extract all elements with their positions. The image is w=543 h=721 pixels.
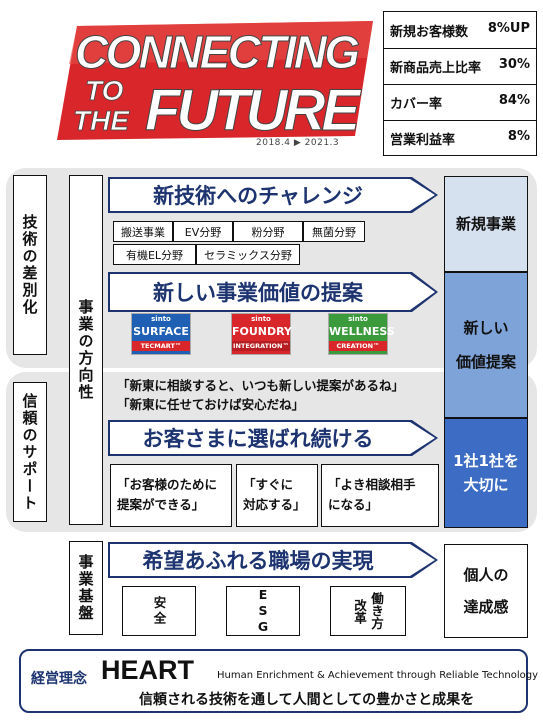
heart-expansion: Human Enrichment & Achievement through R… <box>217 670 539 681</box>
quote-box: 「すぐに対応する」 <box>236 464 318 527</box>
quote-box: 「よき相談相手になる」 <box>321 464 439 527</box>
foundry-integration-logo: sinto FOUNDRY INTEGRATION™ <box>231 313 292 355</box>
philosophy-tagline: 信頼される技術を通して人間としての豊かさと成果を <box>139 692 475 708</box>
personal-achievement-box: 個人の達成感 <box>444 544 528 638</box>
kpi-value: 84% <box>498 93 530 108</box>
kpi-row: 新規お客様数 8%UP <box>384 12 536 49</box>
new-business-box: 新規事業 <box>444 176 528 272</box>
kpi-row: 新商品売上比率 30% <box>384 48 536 85</box>
banner-tech-challenge: 新技術へのチャレンジ <box>108 177 438 213</box>
tag-item: EV分野 <box>173 221 233 242</box>
kpi-value: 30% <box>498 57 530 72</box>
trust-support-label: 信頼のサポート <box>13 382 47 522</box>
tag-item: 有機EL分野 <box>113 244 196 265</box>
period-label: 2018.4 ▶ 2021.3 <box>256 138 340 148</box>
business-direction-label: 事業の方向性 <box>69 175 103 525</box>
banner-workplace: 希望あふれる職場の実現 <box>108 542 438 578</box>
business-foundation-label: 事業基盤 <box>69 541 103 635</box>
one-by-one-box: 1社1社を大切に <box>444 418 528 528</box>
voice-line: 「新東に任せておけば安心だね」 <box>117 397 305 412</box>
safety-box: 安全 <box>122 586 196 636</box>
quote-box: 「お客様のために提案ができる」 <box>110 464 232 527</box>
kpi-row: カバー率 84% <box>384 84 536 121</box>
new-value-box: 新しい価値提案 <box>444 272 528 418</box>
tag-item: 無菌分野 <box>303 221 365 242</box>
banner-chosen: お客さまに選ばれ続ける <box>108 420 438 456</box>
wellness-creation-logo: sinto WELLNESS CREATION™ <box>328 313 395 355</box>
kpi-label: カバー率 <box>390 97 443 112</box>
tag-item: 搬送事業 <box>113 221 173 242</box>
kpi-table: 新規お客様数 8%UP 新商品売上比率 30% カバー率 84% 営業利益率 8… <box>383 11 537 156</box>
kpi-value: 8% <box>507 129 530 144</box>
logo-line1: CONNECTING <box>75 26 360 78</box>
management-philosophy: 経営理念 HEART Human Enrichment & Achievemen… <box>19 649 538 713</box>
connecting-to-the-future-logo: CONNECTING TO THE FUTURE <box>57 21 373 143</box>
surface-tecmart-logo: sinto SURFACE TECMART™ <box>131 313 191 355</box>
kpi-row: 営業利益率 8% <box>384 120 536 156</box>
tech-differentiation-label: 技術の差別化 <box>13 175 47 355</box>
tag-item: 粉分野 <box>233 221 303 242</box>
philosophy-label: 経営理念 <box>31 671 87 687</box>
logo-the: THE <box>73 105 130 136</box>
reform-workstyle-box: 改革 働き方 <box>330 586 406 636</box>
kpi-value: 8%UP <box>487 21 530 36</box>
logo-to: TO <box>85 75 124 106</box>
kpi-label: 新規お客様数 <box>390 25 469 40</box>
voice-line: 「新東に相談すると、いつも新しい提案があるね」 <box>117 378 405 393</box>
esg-box: ESG <box>226 586 300 636</box>
customer-voice: 「新東に相談すると、いつも新しい提案があるね」 「新東に任せておけば安心だね」 <box>117 376 404 414</box>
kpi-label: 営業利益率 <box>390 133 456 148</box>
heart-title: HEART <box>101 655 194 685</box>
banner-new-value: 新しい事業価値の提案 <box>108 272 438 312</box>
tag-item: セラミックス分野 <box>196 244 300 265</box>
kpi-label: 新商品売上比率 <box>390 61 482 76</box>
logo-future: FUTURE <box>145 78 362 143</box>
